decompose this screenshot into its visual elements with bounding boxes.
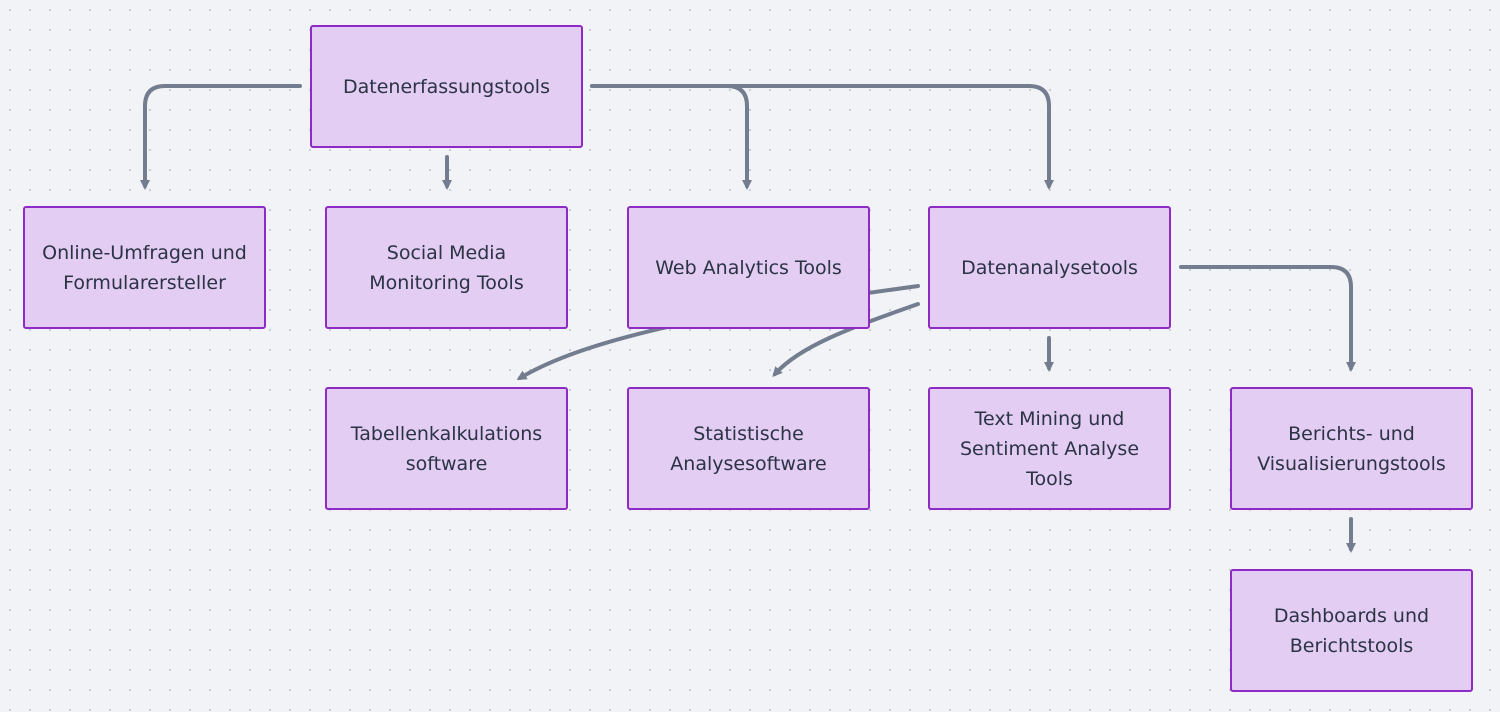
node-online-umfragen[interactable]: Online-Umfragen und Formularersteller xyxy=(23,206,266,329)
edge-datenanalyse-statistik xyxy=(772,302,920,377)
node-datenanalysetools[interactable]: Datenanalysetools xyxy=(928,206,1171,329)
node-label: Datenanalysetools xyxy=(961,256,1138,279)
node-label: Social Media Monitoring Tools xyxy=(369,241,524,294)
node-datenerfassungstools[interactable]: Datenerfassungstools xyxy=(310,25,583,148)
node-web-analytics[interactable]: Web Analytics Tools xyxy=(627,206,870,329)
node-label: Text Mining und Sentiment Analyse Tools xyxy=(959,407,1140,490)
node-label: Tabellenkalkulations software xyxy=(350,422,543,475)
node-social-media-monitoring[interactable]: Social Media Monitoring Tools xyxy=(325,206,568,329)
node-statistische-analysesoftware[interactable]: Statistische Analysesoftware xyxy=(627,387,870,510)
node-label: Web Analytics Tools xyxy=(655,256,842,279)
node-berichts-visualisierung[interactable]: Berichts- und Visualisierungstools xyxy=(1230,387,1473,510)
node-tabellenkalkulation[interactable]: Tabellenkalkulations software xyxy=(325,387,568,510)
node-label: Statistische Analysesoftware xyxy=(670,422,827,475)
edge-datenerfassung-web xyxy=(590,84,752,190)
edge-datenanalyse-bericht xyxy=(1179,265,1356,372)
edge-datenerfassung-datenanalyse xyxy=(590,84,1054,190)
edge-datenerfassung-umfragen xyxy=(140,84,302,190)
node-label: Dashboards und Berichtstools xyxy=(1273,604,1430,657)
node-label: Berichts- und Visualisierungstools xyxy=(1257,422,1446,475)
node-dashboards[interactable]: Dashboards und Berichtstools xyxy=(1230,569,1473,692)
node-label: Online-Umfragen und Formularersteller xyxy=(42,241,247,294)
node-label: Datenerfassungstools xyxy=(342,75,550,98)
node-text-mining[interactable]: Text Mining und Sentiment Analyse Tools xyxy=(928,387,1171,510)
